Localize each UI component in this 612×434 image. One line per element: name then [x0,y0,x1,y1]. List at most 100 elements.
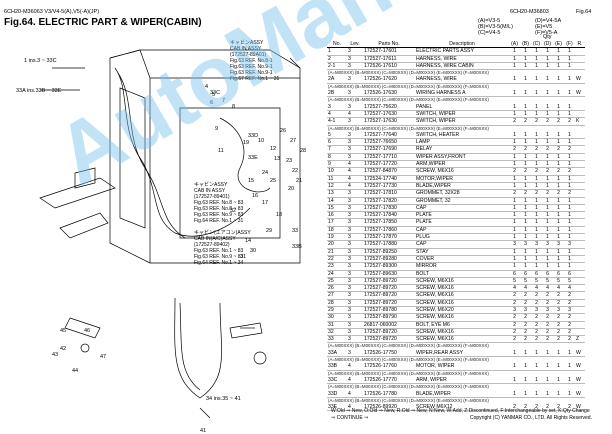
part-callout-label: 19 [243,140,250,146]
cell-part-no: 172527-89720 [363,291,415,300]
cell-description: SCREW, M6X16 [415,167,509,176]
cell-qty: 2 [542,167,553,176]
cell-lev: 3 [347,47,363,56]
cell-part-no: 172527-84870 [363,167,415,176]
cell-lev: 4 [347,363,363,371]
part-callout-label: 44 [72,368,79,374]
cell-lev: 3 [347,117,363,126]
col-remark: R. [575,41,585,49]
part-callout-label: 11 [218,148,224,154]
cell-qty: 2 [520,189,531,198]
part-callout-label: 10 [258,138,265,144]
cell-qty: 1 [553,62,564,71]
callout-range-1: 1 ins.3 ~ 33C [24,58,57,64]
cell-part-no: 172527-17880 [363,240,415,249]
cell-qty: 1 [564,103,575,111]
cell-qty: 5 [520,277,531,286]
cell-qty: 1 [564,211,575,220]
parts-table: No. Lev. Parts No. Description (A) (B) (… [327,41,585,412]
cell-qty: 1 [509,197,520,205]
cell-remark [575,262,585,271]
part-callout-label: 41 [200,428,207,434]
cell-qty: 2 [520,335,531,344]
cell-qty: 1 [542,153,553,162]
col-part-no: Parts No. [363,41,415,49]
part-callout-label: 7 [222,98,226,104]
cell-no: 17 [327,218,347,227]
cell-qty: 1 [564,55,575,63]
cell-qty: 6 [531,270,542,278]
callout-33e: 33E [248,155,258,161]
part-callout-label: 23 [286,158,293,164]
cell-qty: 2 [531,291,542,300]
cell-qty: 2 [531,404,542,412]
cell-qty: 1 [531,363,542,371]
exploded-diagram [0,28,320,423]
cell-qty: 1 [520,390,531,398]
cell-qty: 1 [553,103,564,111]
cell-qty: 5 [542,277,553,286]
cell-description: HARNESS, WIRE [415,55,509,63]
cell-description: ARM, WIPER [415,376,509,385]
cell-qty: 2 [564,117,575,126]
cell-qty: 1 [553,175,564,183]
cell-qty: 1 [509,153,520,162]
cell-qty: 6 [542,270,553,278]
cell-part-no: 172527-89720 [363,328,415,337]
cell-lev: 4 [347,404,363,412]
cell-qty: 2 [531,328,542,337]
cell-remark [575,182,585,191]
cell-no: 2B [327,90,347,98]
cell-qty: 2 [553,291,564,300]
col-f: (F) [564,41,575,49]
cell-qty: 3 [531,240,542,249]
col-b: (B) [520,41,531,49]
cell-qty: 1 [542,363,553,371]
cell-qty: 1 [564,349,575,358]
col-e: (E) [553,41,564,49]
cell-qty: 1 [509,233,520,242]
cell-qty: 1 [553,182,564,191]
cell-part-no: 172527-77640 [363,131,415,140]
cell-part-no: 172527-89720 [363,284,415,293]
cell-qty: 2 [553,335,564,344]
col-c: (C) [531,41,542,49]
cell-qty: 1 [509,160,520,169]
cell-qty: 1 [520,138,531,147]
cell-description: PANEL [415,103,509,111]
cell-qty: 1 [564,175,575,183]
callout-range-34: 34 ins.35 ~ 41 [206,396,241,402]
cell-remark: W [575,363,585,371]
cell-remark: K [575,117,585,126]
cell-no: 18 [327,226,347,235]
cell-no: 15 [327,204,347,213]
cell-no: 8 [327,153,347,162]
cell-qty: 1 [531,131,542,140]
cell-qty: 1 [553,197,564,205]
cell-part-no: 172526-17620 [363,76,415,84]
cell-qty: 2 [542,313,553,322]
cell-lev: 3 [347,90,363,98]
cell-qty: 1 [509,255,520,264]
cell-qty: 1 [564,153,575,162]
serial-note-row: (A=M00XXX) (B=M00XXX) (C=M00XXX) (D=M00X… [327,343,585,350]
cell-description: HARNESS, WIRE CABIN [415,62,509,71]
cell-qty: 1 [531,255,542,264]
cell-no: 23 [327,262,347,271]
cell-qty: 1 [542,138,553,147]
cell-qty: 1 [520,262,531,271]
serial-note-row: (A=M00XXX) (B=M00XXX) (C=M00XXX) (D=M00X… [327,397,585,404]
cell-qty: 3 [542,240,553,249]
cell-no: 2A [327,76,347,84]
cell-qty: 2 [531,117,542,126]
cell-qty: 2 [553,189,564,198]
cell-part-no: 172527-89780 [363,306,415,315]
cell-lev: 4 [347,182,363,191]
cell-qty: 1 [553,255,564,264]
